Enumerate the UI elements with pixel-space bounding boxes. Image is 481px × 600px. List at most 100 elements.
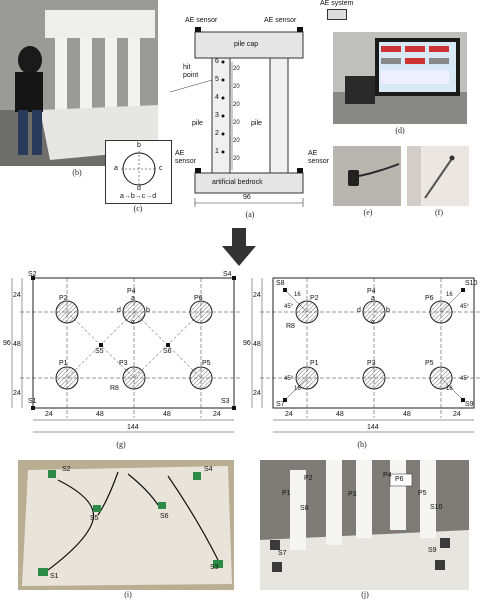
distance-label: 16 xyxy=(294,292,301,298)
side-label-b: b xyxy=(386,307,390,314)
angle-label: 45° xyxy=(284,304,294,310)
side-label-a: a xyxy=(131,295,135,302)
photo-label-s4: S4 xyxy=(204,466,213,473)
ae-sensor-label-left: AE sensor xyxy=(185,17,218,24)
photo-sensors-top: S2 S4 S5 S6 S1 S3 xyxy=(18,460,234,590)
photo-label-s10: S10 xyxy=(430,504,443,511)
bottom-dim-48-right: 48 xyxy=(163,411,171,418)
dim-48: 48 xyxy=(13,341,21,348)
side-label-a: a xyxy=(371,295,375,302)
spacing-label: 20 xyxy=(233,66,240,72)
caption-f: (f) xyxy=(435,208,443,217)
hit-sequence-text: a→b→c→d xyxy=(120,193,157,200)
ae-sensor-label-bottom-right: AE sensor xyxy=(308,150,330,165)
bottom-dim-48-right: 48 xyxy=(403,411,411,418)
down-arrow-icon xyxy=(222,228,256,266)
photo-sensor xyxy=(333,146,401,206)
point-label-2: 2 xyxy=(215,130,219,137)
distance-label: 16 xyxy=(294,386,301,392)
spacing-label: 20 xyxy=(233,156,240,162)
spacing-label: 20 xyxy=(233,138,240,144)
photo-label-p4: P4 xyxy=(383,472,392,479)
caption-j: (j) xyxy=(361,590,369,599)
photo-label-p2: P2 xyxy=(304,475,313,482)
point-label-1: 1 xyxy=(215,148,219,155)
ae-sensor-label-right: AE sensor xyxy=(264,17,297,24)
pile-label-p5: P5 xyxy=(425,360,434,367)
side-label-b: b xyxy=(146,307,150,314)
sensor-label-s9: S9 xyxy=(465,401,474,408)
bottom-dim-48-left: 48 xyxy=(96,411,104,418)
bottom-dim-total: 144 xyxy=(127,424,139,431)
bottom-dim-24-left: 24 xyxy=(45,411,53,418)
pile-label-p3: P3 xyxy=(119,360,128,367)
spacing-label: 20 xyxy=(233,84,240,90)
point-label-4: 4 xyxy=(215,94,219,101)
photo-label-s9: S9 xyxy=(428,547,437,554)
photo-label-s7: S7 xyxy=(278,550,287,557)
dim-24-bottom: 24 xyxy=(13,390,21,397)
pile-label-p2: P2 xyxy=(310,295,319,302)
point-label-3: 3 xyxy=(215,112,219,119)
sensor-label-s4: S4 xyxy=(223,271,232,278)
pile-label-p1: P1 xyxy=(310,360,319,367)
pile-label-p5: P5 xyxy=(202,360,211,367)
spacing-label: 20 xyxy=(233,102,240,108)
distance-label: 16 xyxy=(446,292,453,298)
pile-label-p6: P6 xyxy=(194,295,203,302)
pile-label-right: pile xyxy=(251,120,262,127)
photo-sensors-piles: P1 P2 P3 P4 P6 P5 S8 S10 S7 S9 xyxy=(260,460,469,590)
angle-label: 45° xyxy=(284,376,294,382)
photo-label-p1: P1 xyxy=(282,490,291,497)
inset-bottom-label: d xyxy=(137,185,141,192)
sensor-label-s10: S10 xyxy=(465,280,478,287)
distance-label: 16 xyxy=(446,386,453,392)
angle-label: 45° xyxy=(460,376,470,382)
caption-e: (e) xyxy=(363,208,373,217)
pile-label-p4: P4 xyxy=(127,288,136,295)
photo-label-s1: S1 xyxy=(50,573,59,580)
sensor-label-s6: S6 xyxy=(163,348,172,355)
hit-sequence-inset: b a c d a→b→c→d xyxy=(105,140,172,204)
point-label-6: 6 xyxy=(215,58,219,65)
angle-label: 45° xyxy=(460,304,470,310)
photo-label-s6: S6 xyxy=(160,513,169,520)
caption-d: (d) xyxy=(395,126,405,135)
ae-sensor-label-bottom-left: AE sensor xyxy=(175,150,197,165)
side-label-c: c xyxy=(131,319,135,326)
photo-label-p6: P6 xyxy=(395,476,404,483)
caption-c: (c) xyxy=(133,204,143,213)
ae-system-icon xyxy=(327,9,347,20)
photo-label-p5: P5 xyxy=(418,490,427,497)
radius-label: R8 xyxy=(110,385,119,392)
radius-label: R8 xyxy=(286,323,295,330)
pile-label-p1: P1 xyxy=(59,360,68,367)
caption-i: (i) xyxy=(124,590,132,599)
photo-label-s5: S5 xyxy=(90,515,99,522)
side-label-c: c xyxy=(371,319,375,326)
caption-h: (h) xyxy=(357,440,367,449)
pile-schematic: AE sensor AE sensor pile cap hit point p… xyxy=(170,0,330,210)
pile-cap-label: pile cap xyxy=(234,41,259,48)
photo-label-p3: P3 xyxy=(348,491,357,498)
bottom-dim-24-right: 24 xyxy=(453,411,461,418)
pile-label-p4: P4 xyxy=(367,288,376,295)
dim-24-bottom: 24 xyxy=(253,390,261,397)
side-label-d: d xyxy=(117,307,121,314)
inset-left-label: a xyxy=(114,165,118,172)
caption-a: (a) xyxy=(245,210,255,219)
dim-48: 48 xyxy=(253,341,261,348)
pile-label-p3: P3 xyxy=(367,360,376,367)
sensor-label-s3: S3 xyxy=(221,398,230,405)
sensor-label-s8: S8 xyxy=(276,280,285,287)
pile-label-p2: P2 xyxy=(59,295,68,302)
dim-96: 96 xyxy=(243,340,251,347)
dim-24-top: 24 xyxy=(13,292,21,299)
photo-label-s3: S3 xyxy=(210,564,219,571)
photo-lab-setup xyxy=(0,0,158,166)
spacing-label: 20 xyxy=(233,120,240,126)
photo-label-s8: S8 xyxy=(300,505,309,512)
bottom-dim-48-left: 48 xyxy=(336,411,344,418)
photo-label-s2: S2 xyxy=(62,466,71,473)
bedrock-label: artificial bedrock xyxy=(212,179,263,186)
